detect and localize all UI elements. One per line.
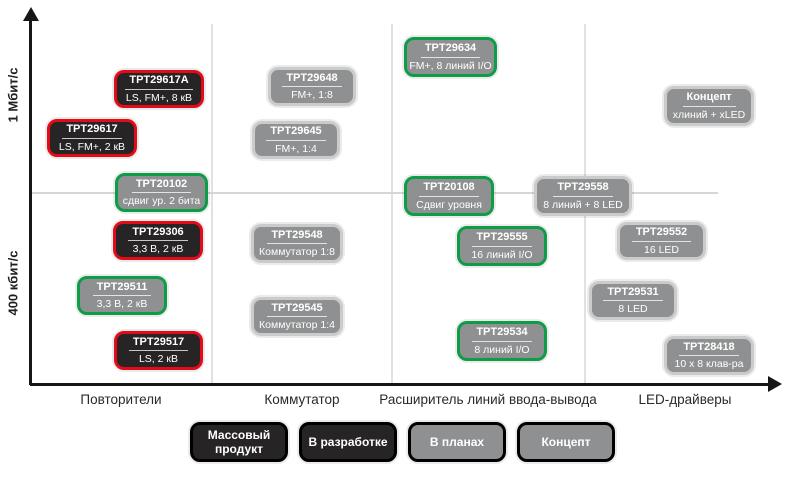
- product-title: TPT28418: [679, 341, 739, 357]
- product-subtitle: сдвиг ур. 2 бита: [122, 195, 201, 208]
- product-subtitle: 10 x 8 клав-ра: [674, 358, 744, 371]
- product-title: TPT29531: [603, 286, 663, 302]
- x-category-label: Повторители: [80, 392, 162, 407]
- product-title: TPT29517: [128, 336, 189, 352]
- product-title: TPT29306: [128, 226, 188, 242]
- x-category-label: Расширитель линий ввода-вывода: [379, 392, 597, 407]
- product-title: TPT29534: [472, 326, 532, 342]
- product-title: TPT29645: [266, 125, 326, 141]
- product-subtitle: Коммутатор 1:4: [259, 319, 335, 332]
- legend-item-concept: Концепт: [517, 422, 615, 462]
- legend: Массовый продукт В разработке В планах Конц…: [190, 422, 615, 462]
- legend-item-label: В разработке: [308, 434, 388, 449]
- speed-divider-line: [32, 192, 718, 194]
- product-subtitle: LS, 2 кВ: [138, 353, 179, 366]
- legend-item-dev: В разработке: [299, 422, 397, 462]
- product-subtitle: хлиний + xLED: [672, 108, 746, 121]
- product-subtitle: 3,3 В, 2 кВ: [132, 243, 184, 256]
- product-subtitle: LS, FM+, 2 кВ: [58, 140, 126, 153]
- product-subtitle: 8 LED: [618, 303, 648, 316]
- product-title: TPT29511: [92, 281, 152, 297]
- product-subtitle: 8 линий + 8 LED: [543, 198, 623, 211]
- product-title: TPT29552: [631, 226, 692, 242]
- y-axis-label-1mbit: 1 Мбит/с: [5, 67, 21, 123]
- legend-item-plan: В планах: [408, 422, 506, 462]
- product-title: TPT20108: [419, 181, 479, 197]
- product-title: Концепт: [682, 91, 736, 107]
- product-title: TPT20102: [131, 178, 192, 194]
- y-axis-arrow-icon: [23, 7, 39, 21]
- product-title: TPT29634: [420, 42, 481, 58]
- product-subtitle: FM+, 1:4: [275, 142, 317, 155]
- product-subtitle: Сдвиг уровня: [416, 198, 482, 211]
- product-subtitle: LS, FM+, 8 кВ: [125, 91, 193, 104]
- product-subtitle: 8 линий I/O: [474, 343, 530, 356]
- y-axis-line: [29, 19, 32, 385]
- product-title: TPT29555: [472, 231, 532, 247]
- product-title: TPT29648: [282, 72, 342, 88]
- legend-item-label: Массовый продукт: [207, 427, 271, 456]
- column-divider: [391, 24, 393, 383]
- product-subtitle: 3,3 В, 2 кВ: [96, 298, 148, 311]
- product-title: TPT29548: [267, 229, 327, 245]
- legend-item-mass: Массовый продукт: [190, 422, 288, 462]
- legend-item-label: Концепт: [541, 434, 591, 449]
- product-subtitle: 16 LED: [643, 243, 680, 256]
- legend-item-label: В планах: [429, 434, 485, 449]
- product-title: TPT29558: [553, 181, 613, 197]
- product-subtitle: FM+, 8 линий I/O: [409, 59, 492, 72]
- product-subtitle: Коммутатор 1:8: [259, 246, 335, 259]
- x-axis-line: [30, 383, 770, 386]
- y-axis-label-400kbit: 400 кбит/с: [5, 250, 21, 316]
- product-subtitle: 16 линий I/O: [471, 248, 533, 261]
- product-title: TPT29617A: [125, 74, 193, 90]
- column-divider: [211, 24, 213, 383]
- x-category-label: Коммутатор: [264, 392, 340, 407]
- product-title: TPT29545: [267, 302, 327, 318]
- x-category-label: LED-драйверы: [638, 392, 732, 407]
- product-subtitle: FM+, 1:8: [291, 89, 333, 102]
- product-title: TPT29617: [62, 123, 122, 139]
- x-axis-arrow-icon: [768, 376, 782, 392]
